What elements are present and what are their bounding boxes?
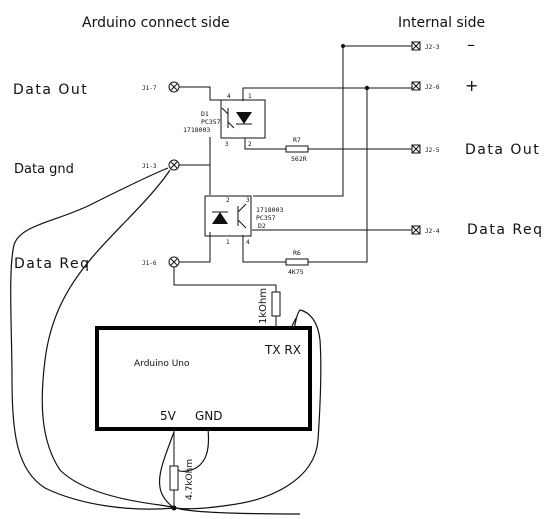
arduino-gnd: GND — [195, 409, 223, 423]
connector-label-j2-5: J2-5 — [425, 147, 440, 154]
connector-j1-6 — [168, 256, 180, 268]
d2-label-name: D2 — [258, 222, 266, 230]
arduino-name: Arduino Uno — [134, 359, 190, 369]
d1-pin-2: 2 — [248, 141, 252, 148]
r6-name: R6 — [293, 249, 301, 257]
d2-label-code: 1718003 — [256, 206, 283, 214]
connector-j2-4 — [411, 225, 421, 235]
connector-j1-3 — [168, 159, 180, 171]
arduino-tx-rx: TX RX — [264, 343, 301, 357]
d1-label-name: D1 — [201, 110, 209, 118]
optocoupler-d1 — [220, 99, 266, 139]
d1-pin-3: 3 — [225, 141, 229, 148]
d1-label-part: PC357 — [201, 118, 221, 126]
connector-label-j1-7: J1-7 — [142, 85, 157, 92]
header-internal-side: Internal side — [398, 15, 485, 31]
resistor-r6 — [285, 258, 309, 266]
label-data-out-right: Data Out — [465, 142, 540, 158]
d1-label-code: 1718003 — [183, 126, 210, 134]
d2-pin-2: 2 — [226, 197, 230, 204]
resistor-1k — [271, 291, 281, 317]
connector-label-j2-3: J2-3 — [425, 44, 440, 51]
wiring — [173, 44, 412, 328]
connector-j2-5 — [411, 144, 421, 154]
connector-label-j2-4: J2-4 — [425, 228, 440, 235]
label-plus: + — [465, 76, 478, 95]
connector-label-j1-3: J1-3 — [142, 163, 157, 170]
connector-label-j2-6: J2-6 — [425, 84, 440, 91]
connector-label-j1-6: J1-6 — [142, 260, 157, 267]
arduino-5v: 5V — [160, 409, 177, 423]
label-minus: – — [467, 35, 475, 54]
r7-name: R7 — [293, 136, 301, 144]
connector-j1-7 — [168, 81, 180, 93]
hand-drawn-wires — [10, 167, 322, 515]
label-data-req-right: Data Req — [467, 222, 543, 238]
d2-pin-4: 4 — [246, 239, 250, 246]
d2-pin-3: 3 — [246, 197, 250, 204]
d2-label-part: PC357 — [256, 214, 276, 222]
r6-value: 4K75 — [288, 268, 304, 276]
connector-j2-3 — [411, 41, 421, 51]
resistor-4k7-label: 4.7kOhm — [185, 459, 195, 500]
resistor-r7 — [285, 145, 309, 153]
wire-gnd — [177, 428, 210, 472]
label-data-out-left: Data Out — [13, 82, 88, 98]
label-data-req-left: Data Req — [14, 256, 90, 272]
r7-value: 562R — [291, 155, 307, 163]
d2-pin-1: 1 — [226, 239, 230, 246]
d1-pin-1: 1 — [248, 93, 252, 100]
optocoupler-d2 — [204, 195, 252, 237]
connector-j2-6 — [411, 81, 421, 91]
d1-pin-4: 4 — [227, 93, 231, 100]
resistor-4k7 — [169, 465, 179, 491]
resistor-1k-label: 1kOhm — [258, 288, 269, 324]
arduino-uno-box — [95, 326, 312, 431]
header-arduino-side: Arduino connect side — [82, 15, 230, 31]
label-data-gnd: Data gnd — [14, 162, 74, 177]
